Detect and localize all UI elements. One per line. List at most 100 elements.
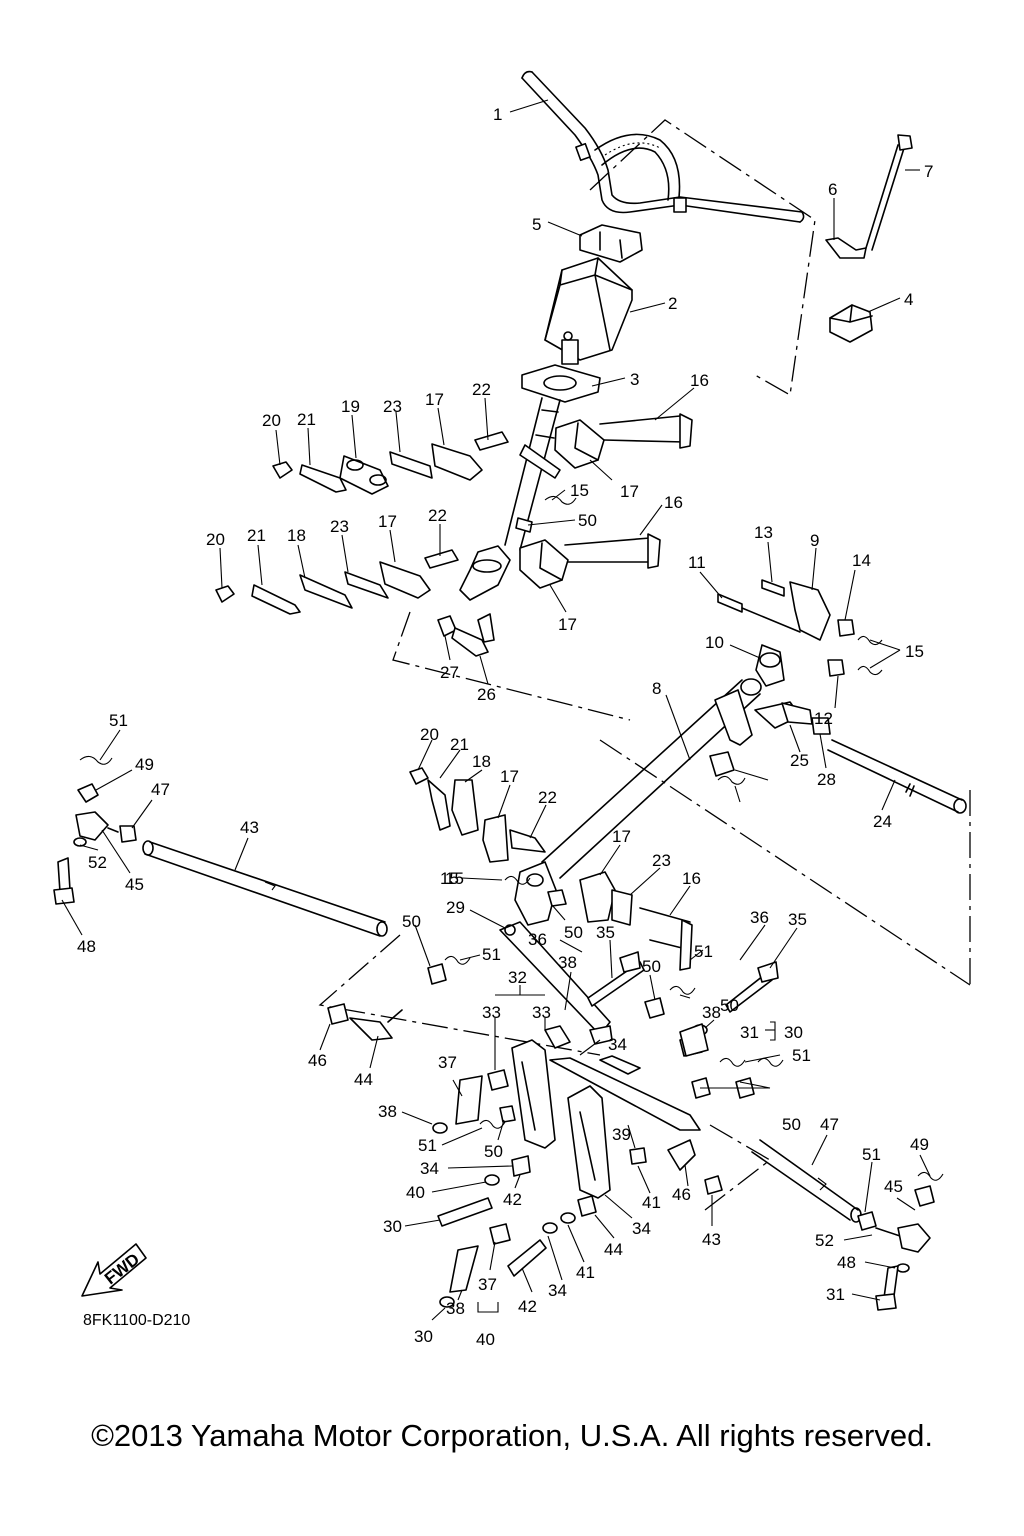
callout-label: 49 <box>135 755 154 774</box>
callout-label: 17 <box>612 827 631 846</box>
callout-label: 45 <box>125 875 144 894</box>
callout-label: 16 <box>682 869 701 888</box>
tie-rod-right <box>751 1139 935 1311</box>
callout-label: 17 <box>425 390 444 409</box>
callout-label: 42 <box>503 1190 522 1209</box>
callout-label: 37 <box>478 1275 497 1294</box>
callout-label: 18 <box>472 752 491 771</box>
callout-label: 15 <box>570 481 589 500</box>
reference-lines <box>318 119 971 1211</box>
holder-bolt-group <box>825 134 913 343</box>
callout-label: 41 <box>642 1193 661 1212</box>
callout-label: 47 <box>820 1115 839 1134</box>
callout-label: 12 <box>814 709 833 728</box>
callout-label: 31 <box>740 1023 759 1042</box>
callout-label: 17 <box>558 615 577 634</box>
callout-label: 20 <box>262 411 281 430</box>
pitman-section <box>499 861 693 1036</box>
callout-label: 49 <box>910 1135 929 1154</box>
handlebar-assembly <box>521 70 805 263</box>
callout-label: 17 <box>378 512 397 531</box>
callout-label: 28 <box>817 770 836 789</box>
callout-label: 30 <box>383 1217 402 1236</box>
callout-label: 35 <box>788 910 807 929</box>
callout-label: 13 <box>754 523 773 542</box>
callout-label: 18 <box>287 526 306 545</box>
callout-label: 33 <box>532 1003 551 1022</box>
callout-label: 20 <box>206 530 225 549</box>
callout-label: 19 <box>341 397 360 416</box>
callout-label: 6 <box>828 180 837 199</box>
callout-label: 52 <box>815 1231 834 1250</box>
callout-label: 15 <box>905 642 924 661</box>
callout-labels: 1 5 2 3 16 17 6 7 4 22 17 23 19 21 20 15… <box>77 105 933 1349</box>
callout-label: 39 <box>612 1125 631 1144</box>
callout-label: 50 <box>484 1142 503 1161</box>
callout-label: 15 <box>445 869 464 888</box>
callout-label: 50 <box>720 996 739 1015</box>
callout-label: 9 <box>810 531 819 550</box>
callout-label: 29 <box>446 898 465 917</box>
callout-label: 52 <box>88 853 107 872</box>
callout-label: 34 <box>420 1159 439 1178</box>
fwd-arrow-icon: FWD <box>81 1243 147 1297</box>
callout-label: 51 <box>694 942 713 961</box>
callout-label: 51 <box>109 711 128 730</box>
callout-label: 1 <box>493 105 502 124</box>
callout-label: 35 <box>596 923 615 942</box>
callout-label: 2 <box>668 294 677 313</box>
callout-label: 50 <box>402 912 421 931</box>
callout-label: 21 <box>450 735 469 754</box>
callout-label: 38 <box>378 1102 397 1121</box>
callout-label: 23 <box>330 517 349 536</box>
copyright-notice: ©2013 Yamaha Motor Corporation, U.S.A. A… <box>91 1418 933 1453</box>
callout-label: 42 <box>518 1297 537 1316</box>
steering-arms <box>432 1025 723 1308</box>
callout-label: 14 <box>852 551 871 570</box>
callout-label: 38 <box>702 1003 721 1022</box>
callout-label: 47 <box>151 780 170 799</box>
callout-label: 27 <box>440 663 459 682</box>
callout-label: 46 <box>308 1051 327 1070</box>
middle-linkage <box>215 517 661 615</box>
steering-column <box>459 257 633 601</box>
callout-label: 4 <box>904 290 913 309</box>
callout-label: 38 <box>446 1299 465 1318</box>
callout-label: 23 <box>652 851 671 870</box>
callout-label: 31 <box>826 1285 845 1304</box>
upper-linkage <box>272 413 693 495</box>
callout-label: 46 <box>672 1185 691 1204</box>
diagram-code: 8FK1100-D210 <box>83 1312 190 1329</box>
callout-label: 33 <box>482 1003 501 1022</box>
callout-label: 40 <box>406 1183 425 1202</box>
callout-label: 23 <box>383 397 402 416</box>
callout-label: 50 <box>578 511 597 530</box>
ball-joint-26 <box>437 613 495 657</box>
callout-label: 32 <box>508 968 527 987</box>
callout-label: 22 <box>428 506 447 525</box>
callout-label: 44 <box>354 1070 373 1089</box>
callout-label: 7 <box>924 162 933 181</box>
callout-label: 51 <box>418 1136 437 1155</box>
callout-label: 48 <box>77 937 96 956</box>
callout-label: 11 <box>688 553 706 572</box>
shaft-24 <box>827 739 967 814</box>
tie-rod-left <box>53 783 388 937</box>
callout-label: 38 <box>558 953 577 972</box>
callout-label: 21 <box>247 526 266 545</box>
callout-label: 3 <box>630 370 639 389</box>
callout-label: 50 <box>564 923 583 942</box>
ball-joint-44 <box>327 1003 403 1041</box>
callout-label: 25 <box>790 751 809 770</box>
callout-label: 44 <box>604 1240 623 1259</box>
callout-label: 10 <box>705 633 724 652</box>
callout-label: 22 <box>538 788 557 807</box>
callout-label: 36 <box>750 908 769 927</box>
callout-label: 51 <box>792 1046 811 1065</box>
callout-label: 26 <box>477 685 496 704</box>
callout-label: 8 <box>652 679 661 698</box>
callout-label: 24 <box>873 812 892 831</box>
callout-label: 17 <box>500 767 519 786</box>
callout-label: 16 <box>664 493 683 512</box>
